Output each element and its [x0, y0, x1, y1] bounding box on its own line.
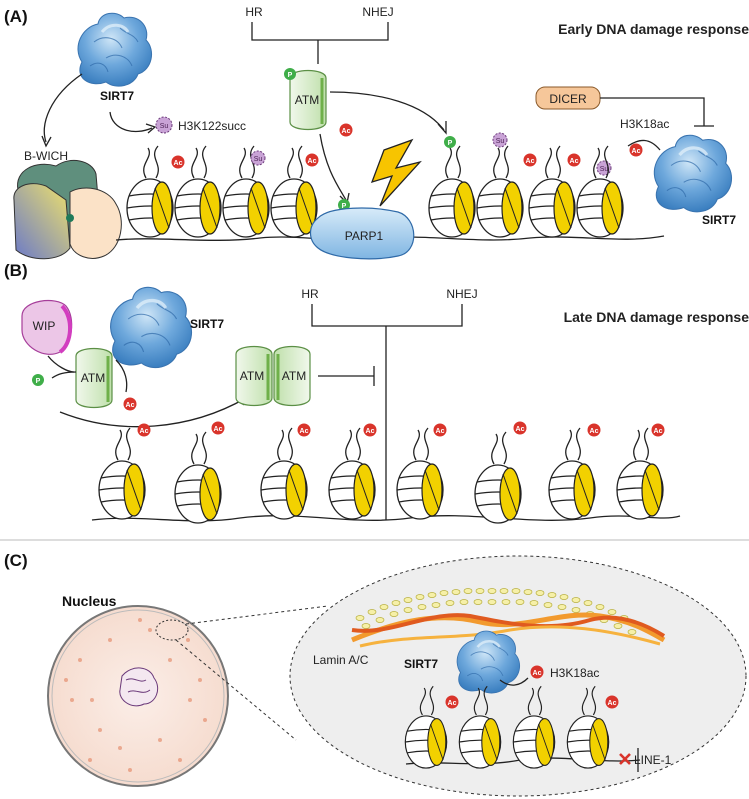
svg-text:Ac: Ac: [654, 428, 663, 435]
hr-nhej-bracket-a: [251, 22, 389, 64]
svg-text:Ac: Ac: [590, 428, 599, 435]
zoom-ellipse: [289, 555, 747, 797]
nucleosome: [126, 145, 174, 238]
svg-text:Ac: Ac: [526, 158, 535, 165]
arrow-sirt7-to-bwich: [43, 73, 83, 143]
svg-text:Ac: Ac: [308, 158, 317, 165]
arrow-sirt7-to-h3k18ac: [627, 139, 661, 151]
sirt7-label-a-left: SIRT7: [100, 89, 134, 103]
atm-dimer-label-left: ATM: [240, 369, 264, 383]
su-mark-icon: [155, 116, 173, 134]
panel-c-label: (C): [4, 551, 28, 570]
atm-dimer-label-right: ATM: [282, 369, 306, 383]
svg-text:Ac: Ac: [174, 160, 183, 167]
h3k18ac-label-a: H3K18ac: [620, 117, 669, 131]
panel-b: (B) Late DNA damage response HR NHEJ WIP…: [4, 261, 749, 524]
sirt7-protein-icon: [652, 133, 734, 214]
h3k18ac-label-c: H3K18ac: [550, 666, 599, 680]
svg-text:Ac: Ac: [436, 428, 445, 435]
svg-text:Ac: Ac: [516, 426, 525, 433]
svg-text:P: P: [342, 203, 347, 210]
atm-label-a: ATM: [295, 93, 319, 107]
svg-text:Su: Su: [600, 166, 609, 173]
svg-text:Ac: Ac: [140, 428, 149, 435]
nhej-label-a: NHEJ: [362, 5, 393, 19]
nucleosome: [98, 427, 146, 520]
nucleosome: [328, 427, 376, 520]
nucleosome: [428, 145, 476, 238]
svg-text:Ac: Ac: [632, 148, 641, 155]
hr-label-a: HR: [245, 5, 263, 19]
arrow-atm-to-parp1: [319, 133, 347, 201]
nucleosome: [260, 427, 308, 520]
sirt7-label-c: SIRT7: [404, 657, 438, 671]
panel-b-title: Late DNA damage response: [564, 309, 749, 325]
svg-text:Ac: Ac: [300, 428, 309, 435]
sirt7-protein-icon: [76, 11, 154, 88]
wip-label: WIP: [33, 319, 56, 333]
svg-text:Ac: Ac: [608, 700, 617, 707]
parp1-protein-icon: [309, 207, 415, 260]
lightning-bolt-icon: [370, 138, 422, 207]
svg-text:Ac: Ac: [570, 158, 579, 165]
nucleosome: [476, 145, 524, 238]
nucleosome: [576, 145, 624, 238]
svg-text:Ac: Ac: [342, 128, 351, 135]
panel-c: (C) Nucleus: [4, 551, 747, 797]
line1-repressed-cross-icon: [619, 753, 631, 765]
ac-marks-b: Ac Ac Ac Ac Ac Ac Ac Ac: [137, 421, 665, 437]
zoom-lines: [175, 605, 329, 741]
nucleosome: [548, 427, 596, 520]
svg-text:Su: Su: [254, 156, 263, 163]
atm-label-b: ATM: [81, 371, 105, 385]
svg-text:P: P: [288, 72, 293, 79]
panel-a: (A) Early DNA damage response HR NHEJ SI…: [4, 5, 749, 260]
svg-text:P: P: [448, 140, 453, 147]
svg-text:Ac: Ac: [126, 402, 135, 409]
arrow-atm-to-dimer: [59, 397, 247, 428]
svg-text:Ac: Ac: [533, 670, 542, 677]
hr-label-b: HR: [301, 287, 319, 301]
svg-text:P: P: [36, 378, 41, 385]
panel-b-label: (B): [4, 261, 28, 280]
h3k122succ-label: H3K122succ: [178, 119, 246, 133]
p-mark-icon: [284, 68, 296, 80]
ac-mark-icon: [339, 123, 353, 137]
nucleosome: [474, 431, 522, 524]
line1-label: LINE-1: [634, 753, 672, 767]
nucleosome: [396, 427, 444, 520]
zoom-region-marker: [155, 619, 189, 641]
dicer-inhibition-line: [600, 97, 714, 127]
svg-text:Ac: Ac: [214, 426, 223, 433]
bwich-label: B-WICH: [24, 149, 68, 163]
atm-dimer-inhibition-line: [318, 366, 375, 386]
nucleosome: [616, 427, 664, 520]
sirt7-protein-icon: [108, 285, 194, 370]
bwich-complex-icon: [13, 159, 122, 260]
svg-text:Su: Su: [496, 138, 505, 145]
nucleosome: [174, 431, 222, 524]
parp1-label: PARP1: [345, 229, 384, 243]
sirt7-label-b: SIRT7: [190, 317, 224, 331]
nucleus-label: Nucleus: [62, 593, 117, 609]
svg-text:Ac: Ac: [366, 428, 375, 435]
nucleus-icon: [47, 605, 229, 787]
lamin-label: Lamin A/C: [313, 653, 369, 667]
svg-text:Su: Su: [160, 123, 169, 130]
sirt7-label-a-right: SIRT7: [702, 213, 736, 227]
arrow-sirt7-to-su: [109, 111, 153, 133]
nhej-label-b: NHEJ: [446, 287, 477, 301]
svg-text:Ac: Ac: [448, 700, 457, 707]
arrow-atm-to-nucleosomes: [329, 91, 445, 131]
hr-nhej-bracket-b: [311, 304, 463, 520]
panel-a-title: Early DNA damage response: [558, 21, 749, 37]
dicer-label: DICER: [549, 92, 587, 106]
panel-a-label: (A): [4, 7, 28, 26]
